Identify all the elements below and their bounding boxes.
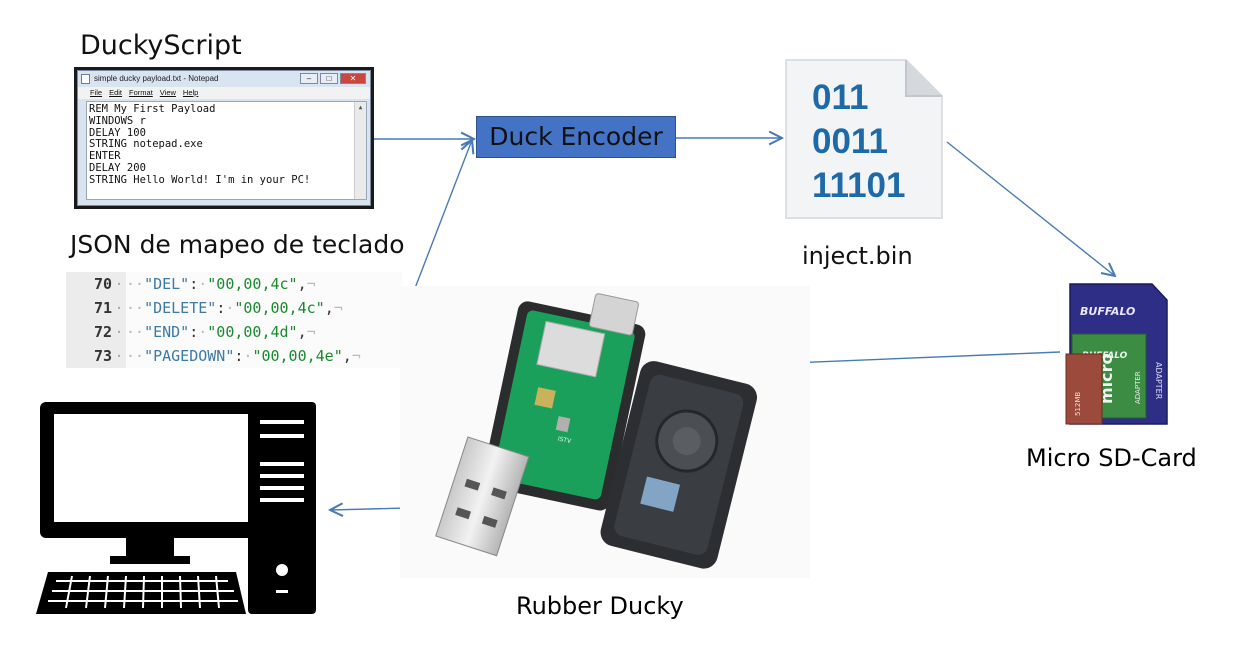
- code-line: 72···"END":·"00,00,4d",¬: [66, 320, 316, 344]
- line-gutter: [66, 272, 126, 368]
- scrollbar: ▲: [354, 102, 366, 199]
- micro-sd-card-image: BUFFALO ADAPTER BUFFALO micro ADAPTER 51…: [1065, 283, 1168, 425]
- binary-file-icon: 011 0011 11101: [782, 58, 946, 220]
- case-lid: [600, 361, 758, 569]
- line-number: 72: [93, 323, 112, 341]
- minimize-icon: –: [300, 73, 318, 84]
- notepad-window: simple ducky payload.txt - Notepad – □ ✕…: [77, 70, 371, 206]
- code-line: 73···"PAGEDOWN":·"00,00,4e",¬: [66, 344, 361, 368]
- duck-encoder-box: Duck Encoder: [476, 116, 676, 158]
- binary-line: 11101: [812, 166, 906, 205]
- sd-brand: BUFFALO: [1080, 305, 1135, 318]
- microsd-adapter-text: ADAPTER: [1134, 371, 1142, 404]
- microsd-brand: BUFFALO: [1082, 351, 1128, 361]
- notepad-screenshot: simple ducky payload.txt - Notepad – □ ✕…: [74, 67, 374, 209]
- close-icon: ✕: [340, 73, 366, 84]
- rubber-ducky-label: Rubber Ducky: [516, 592, 684, 620]
- menu-file: File: [90, 88, 103, 97]
- rubber-ducky-image: ISTV: [400, 286, 810, 578]
- menu-edit: Edit: [109, 88, 123, 97]
- json-title: JSON de mapeo de teclado: [70, 230, 405, 259]
- notepad-title: simple ducky payload.txt - Notepad: [94, 74, 219, 83]
- microsd-capacity: 512MB: [1074, 392, 1082, 416]
- code-line: 71···"DELETE":·"00,00,4c",¬: [66, 296, 343, 320]
- json-key: "END": [144, 323, 190, 341]
- line-number: 73: [93, 347, 112, 365]
- payload-text: REM My First Payload WINDOWS r DELAY 100…: [89, 103, 311, 186]
- line-number: 70: [93, 275, 112, 293]
- sd-slot: [536, 320, 606, 378]
- arrow-bin-to-sd: [946, 141, 1115, 276]
- binary-line: 011: [812, 78, 869, 117]
- json-key: "DELETE": [144, 299, 217, 317]
- file-icon: [785, 59, 943, 219]
- menu-format: Format: [129, 88, 153, 97]
- duckyscript-title: DuckyScript: [80, 30, 242, 61]
- json-code-snippet: 70···"DEL":·"00,00,4c",¬ 71···"DELETE":·…: [66, 272, 402, 368]
- menu-view: View: [159, 88, 176, 97]
- inject-bin-label: inject.bin: [802, 242, 913, 270]
- sdcard-label: Micro SD-Card: [1026, 444, 1197, 472]
- desktop-computer-icon: [36, 402, 316, 614]
- json-value: "00,00,4e": [252, 347, 343, 365]
- sd-adapter-text: ADAPTER: [1154, 362, 1163, 400]
- notepad-text: REM My First Payload WINDOWS r DELAY 100…: [86, 101, 367, 200]
- pcb-text: ISTV: [557, 435, 572, 445]
- usb-plug: [435, 436, 530, 557]
- menu-help: Help: [182, 88, 199, 97]
- json-value: "00,00,4c": [207, 275, 298, 293]
- json-key: "PAGEDOWN": [144, 347, 235, 365]
- binary-digits: 011 0011 11101: [812, 76, 905, 208]
- notepad-app-icon: [81, 74, 90, 84]
- maximize-icon: □: [320, 73, 338, 84]
- json-value: "00,00,4d": [207, 323, 298, 341]
- json-key: "DEL": [144, 275, 190, 293]
- notepad-titlebar: simple ducky payload.txt - Notepad – □ ✕: [78, 71, 370, 87]
- json-value: "00,00,4c": [234, 299, 325, 317]
- code-line: 70···"DEL":·"00,00,4c",¬: [66, 272, 316, 296]
- notepad-menubar: File Edit Format View Help: [78, 87, 370, 99]
- binary-line: 0011: [812, 122, 888, 161]
- line-number: 71: [93, 299, 112, 317]
